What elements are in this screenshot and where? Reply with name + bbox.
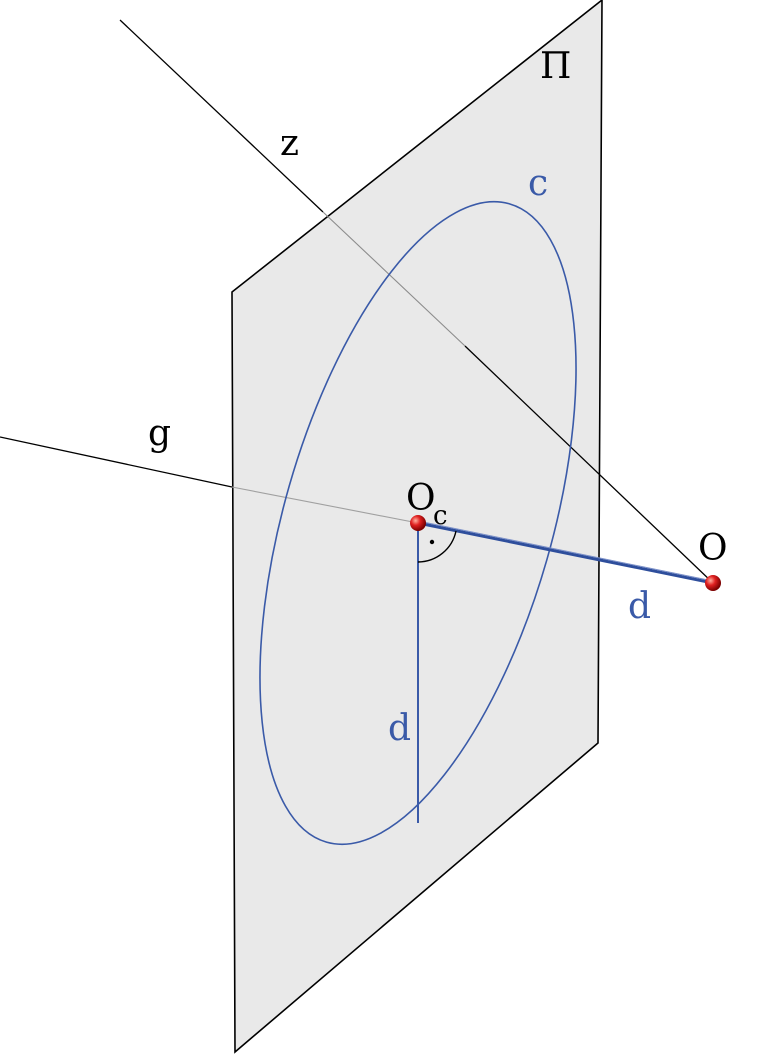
- label-point-o: O: [698, 528, 728, 569]
- label-center-sub: c: [433, 501, 448, 531]
- label-plane: Π: [540, 46, 571, 87]
- right-angle-arc: [417, 530, 457, 563]
- point-oc: [410, 515, 426, 531]
- segment-d-oc-o: [417, 521, 714, 585]
- circle-c: [259, 200, 577, 846]
- label-circle-c: c: [528, 163, 548, 204]
- label-center-main: O: [406, 478, 436, 519]
- axis-z-outer-top: [119, 19, 324, 213]
- line-g-hidden: [231, 486, 419, 524]
- label-dist-horizontal: d: [628, 586, 651, 627]
- line-g-outer: [0, 436, 233, 488]
- label-line-g: g: [148, 413, 171, 454]
- label-dist-vertical: d: [388, 708, 411, 749]
- point-o: [705, 575, 721, 591]
- axis-z-hidden: [322, 211, 466, 347]
- label-axis-z: z: [280, 123, 299, 164]
- axis-z-front: [464, 345, 714, 584]
- segment-d-oc-o-highlight: [417, 520, 714, 582]
- right-angle-dot: [429, 539, 435, 545]
